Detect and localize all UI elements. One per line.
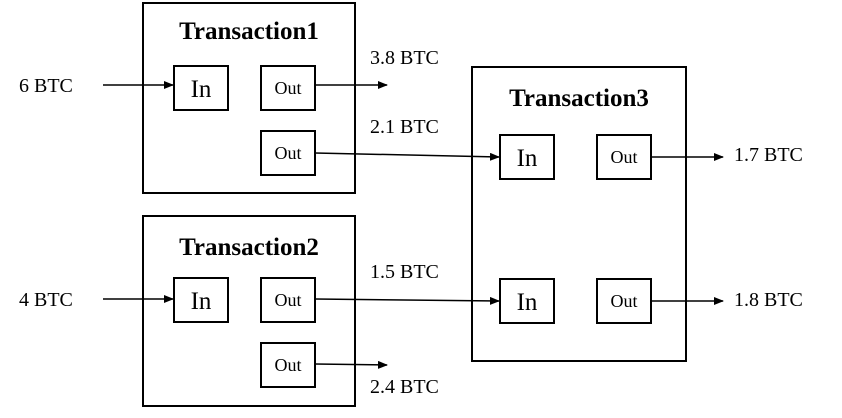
transaction1-input-box [173, 65, 229, 111]
transaction2-input-amount: 4 BTC [19, 289, 73, 311]
transaction1-input-label: In [191, 76, 212, 103]
transaction1-title: Transaction1 [179, 18, 319, 45]
transaction3-input1-label: In [517, 145, 538, 172]
transaction2-input-box [173, 277, 229, 323]
transaction3-input2-label: In [517, 289, 538, 316]
transaction1-output1-label: Out [275, 78, 302, 98]
transaction1-input-amount: 6 BTC [19, 75, 73, 97]
arrow-transaction2-output2 [314, 360, 388, 369]
transaction1-output2-amount: 2.1 BTC [370, 116, 439, 138]
transaction3-output2-amount: 1.8 BTC [734, 289, 803, 311]
transaction2-output2-box [260, 342, 316, 388]
transaction1-output1-amount: 3.8 BTC [370, 47, 439, 69]
transaction2-output1-amount: 1.5 BTC [370, 261, 439, 283]
transaction3-title: Transaction3 [509, 85, 649, 112]
transaction2-input-label: In [191, 288, 212, 315]
transaction1-output1-box [260, 65, 316, 111]
transaction2-box: Transaction2 In Out Out [142, 215, 356, 407]
transaction2-output1-box [260, 277, 316, 323]
transaction3-input2-box [499, 278, 555, 324]
transaction3-output2-label: Out [611, 291, 638, 311]
transaction2-output2-label: Out [275, 355, 302, 375]
transaction2-output1-label: Out [275, 290, 302, 310]
transaction3-output1-amount: 1.7 BTC [734, 144, 803, 166]
transaction3-output2-box [596, 278, 652, 324]
transaction3-box: Transaction3 In Out In Out [471, 66, 687, 362]
transaction3-input1-box [499, 134, 555, 180]
transaction1-box: Transaction1 In Out Out [142, 2, 356, 194]
transaction2-title: Transaction2 [179, 234, 319, 261]
arrow-transaction1-to-transaction3 [314, 152, 500, 161]
transaction3-output1-label: Out [611, 147, 638, 167]
arrow-transaction2-to-transaction3 [314, 296, 500, 305]
transaction2-output2-amount: 2.4 BTC [370, 376, 439, 398]
transaction1-output2-label: Out [275, 143, 302, 163]
